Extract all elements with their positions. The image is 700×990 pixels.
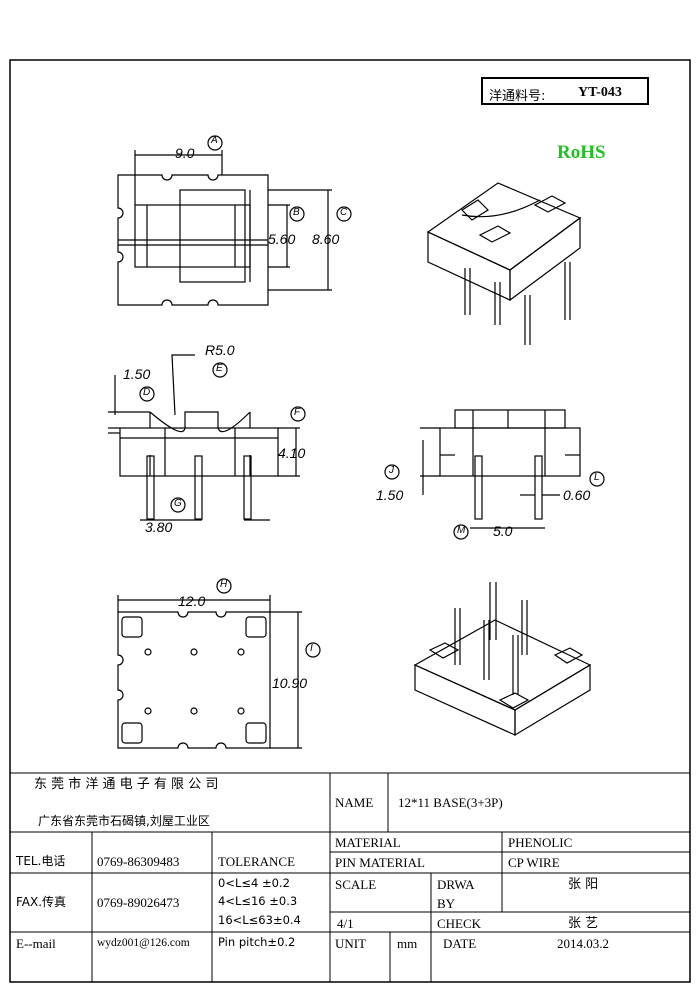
dim-a-value: 9.0 xyxy=(175,145,195,161)
email-label: E--mail xyxy=(16,936,56,951)
tolerance-line-3: 16<L≤63±0.4 xyxy=(218,913,301,927)
top-view xyxy=(117,135,352,306)
name-value: 12*11 BASE(3+3P) xyxy=(398,795,503,810)
dim-b-letter: B xyxy=(293,207,300,218)
dim-i-letter: I xyxy=(310,643,313,654)
fax-label: FAX.传真 xyxy=(16,895,67,909)
dim-h-value: 12.0 xyxy=(178,593,206,609)
front-view xyxy=(108,354,306,521)
email-value: wydz001@126.com xyxy=(97,937,190,949)
isometric-view-bottom xyxy=(413,582,592,737)
material-label: MATERIAL xyxy=(335,835,401,850)
dim-f-value: 4.10 xyxy=(278,445,306,461)
tolerance-line-4: Pin pitch±0.2 xyxy=(218,935,296,949)
name-label: NAME xyxy=(335,795,374,810)
drawn-by-value: 张 阳 xyxy=(568,877,599,892)
dim-g-letter: G xyxy=(174,498,182,509)
dim-l-letter: L xyxy=(594,472,600,483)
unit-label: UNIT xyxy=(335,936,367,951)
tolerance-line-2: 4<L≤16 ±0.3 xyxy=(218,894,298,908)
tolerance-label: TOLERANCE xyxy=(218,854,296,869)
dim-e-value: R5.0 xyxy=(205,342,235,358)
date-label: DATE xyxy=(443,936,477,951)
dim-d-value: 1.50 xyxy=(123,366,151,382)
dim-c-letter: C xyxy=(340,207,348,218)
side-view xyxy=(384,409,605,540)
sheet-border xyxy=(9,59,691,983)
part-number-value: YT-043 xyxy=(578,85,622,100)
check-value: 张 艺 xyxy=(568,916,599,931)
part-number-box: 洋通料号: YT-043 xyxy=(481,77,649,105)
drawn-label-line1: DRWA xyxy=(437,877,475,892)
company-address: 广东省东莞市石碣镇,刘屋工业区 xyxy=(38,814,210,828)
dim-h-letter: H xyxy=(220,579,228,590)
dim-d-letter: D xyxy=(143,387,151,398)
material-value: PHENOLIC xyxy=(508,835,573,850)
dim-i-value: 10.90 xyxy=(272,675,308,691)
rohs-mark: RoHS xyxy=(557,142,606,163)
date-value: 2014.03.2 xyxy=(557,936,609,951)
bottom-view xyxy=(117,578,321,749)
check-label: CHECK xyxy=(437,916,482,931)
tel-label: TEL.电话 xyxy=(16,854,66,868)
scale-label: SCALE xyxy=(335,877,377,892)
dim-a-letter: A xyxy=(211,135,218,146)
tolerance-line-1: 0<L≤4 ±0.2 xyxy=(218,876,290,890)
dim-j-value: 1.50 xyxy=(376,487,404,503)
dim-c-value: 8.60 xyxy=(312,231,340,247)
isometric-view-top xyxy=(426,182,582,345)
dim-l-value: 0.60 xyxy=(563,487,591,503)
dim-f-letter: F xyxy=(294,407,301,418)
company-name: 东 莞 市 洋 通 电 子 有 限 公 司 xyxy=(34,777,219,792)
drawn-label-line2: BY xyxy=(437,896,456,911)
pin-material-label: PIN MATERIAL xyxy=(335,855,425,870)
title-block-grid xyxy=(10,772,690,982)
fax-value: 0769-89026473 xyxy=(97,895,180,910)
dim-m-value: 5.0 xyxy=(493,523,513,539)
dim-m-letter: M xyxy=(457,525,466,536)
unit-value: mm xyxy=(397,936,418,951)
pin-material-value: CP WIRE xyxy=(508,855,560,870)
scale-value: 4/1 xyxy=(337,916,354,931)
dim-g-value: 3.80 xyxy=(145,519,173,535)
tel-value: 0769-86309483 xyxy=(97,854,180,869)
dim-j-letter: J xyxy=(389,465,394,476)
dim-e-letter: E xyxy=(216,363,223,374)
dim-b-value: 5.60 xyxy=(268,231,296,247)
part-number-label: 洋通料号: xyxy=(489,89,546,104)
